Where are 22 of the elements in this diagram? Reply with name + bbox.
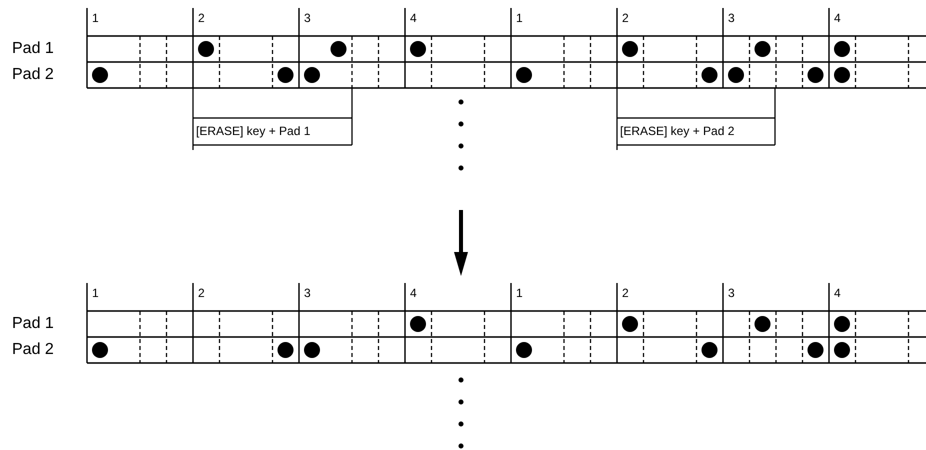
- beat-number: 4: [410, 287, 417, 299]
- beat-number: 4: [834, 287, 841, 299]
- beat-number: 1: [92, 287, 99, 299]
- pad-label: Pad 2: [12, 67, 54, 83]
- beat-number: 3: [304, 12, 311, 24]
- beat-number: 2: [198, 287, 205, 299]
- beat-number: 2: [622, 12, 629, 24]
- beat-number: 2: [622, 287, 629, 299]
- beat-number: 1: [92, 12, 99, 24]
- beat-number: 1: [516, 287, 523, 299]
- beat-number: 4: [834, 12, 841, 24]
- pad-label: Pad 1: [12, 41, 54, 57]
- beat-number: 2: [198, 12, 205, 24]
- beat-number: 3: [728, 287, 735, 299]
- erase-instruction: [ERASE] key + Pad 2: [620, 125, 734, 137]
- beat-number: 4: [410, 12, 417, 24]
- beat-number: 1: [516, 12, 523, 24]
- beat-number: 3: [304, 287, 311, 299]
- pad-label: Pad 2: [12, 342, 54, 358]
- erase-instruction: [ERASE] key + Pad 1: [196, 125, 310, 137]
- beat-number: 3: [728, 12, 735, 24]
- pad-label: Pad 1: [12, 316, 54, 332]
